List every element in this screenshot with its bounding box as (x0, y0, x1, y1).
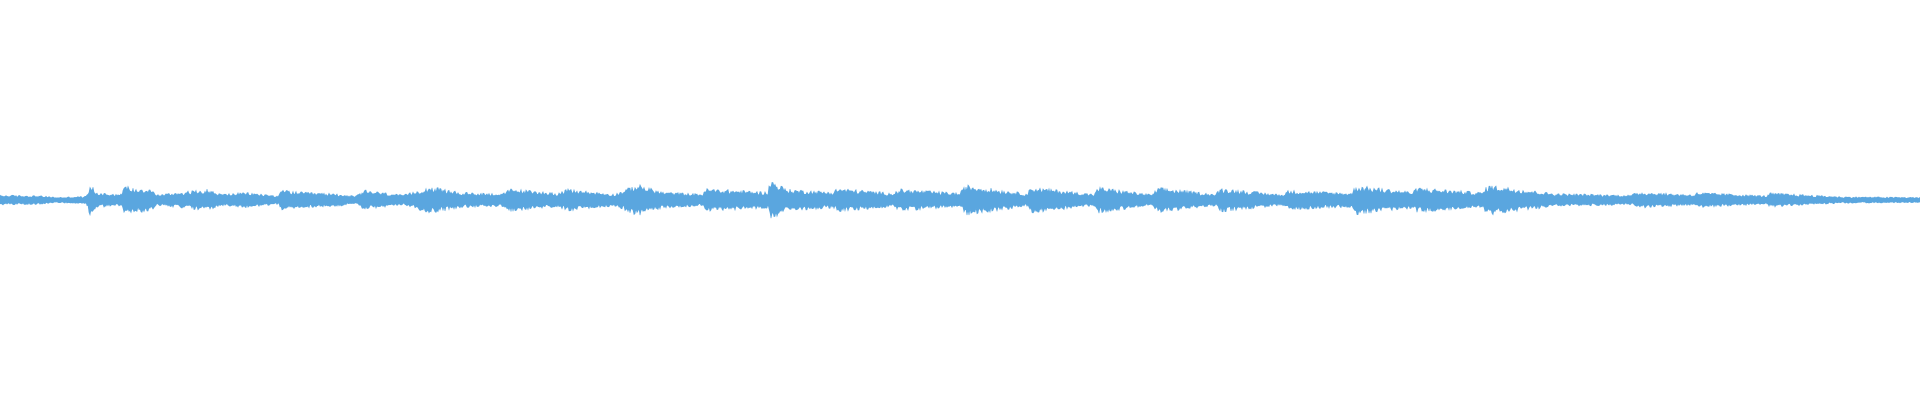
waveform-trace-group (0, 182, 1920, 219)
